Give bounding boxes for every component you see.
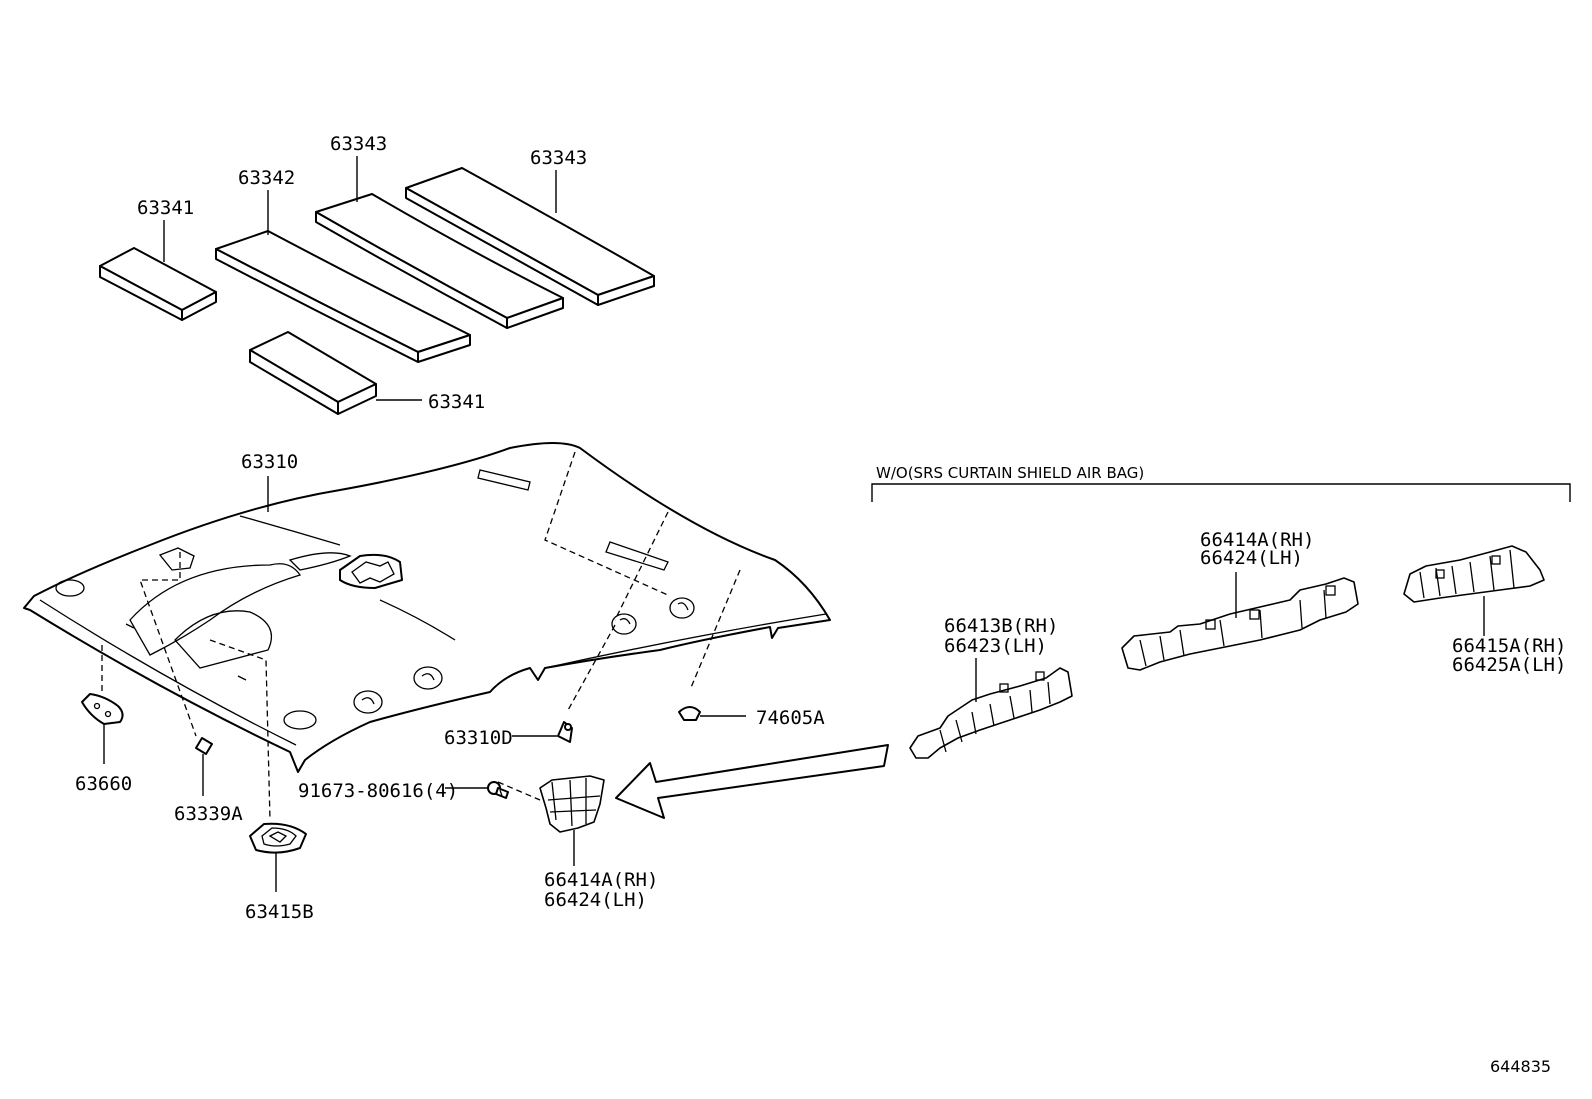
label-66414A-rh: 66414A(RH) bbox=[544, 869, 658, 891]
insulator-pad-63343-right[interactable] bbox=[405, 167, 655, 306]
direction-arrow bbox=[615, 744, 889, 819]
roof-headliner-63310[interactable] bbox=[23, 442, 831, 773]
label-91673-80616: 91673-80616(4) bbox=[298, 780, 458, 802]
label-63343-left: 63343 bbox=[330, 133, 387, 155]
label-74605A: 74605A bbox=[756, 707, 825, 729]
screw-91673-80616[interactable] bbox=[487, 781, 509, 799]
label-inset-66424-lh: 66424(LH) bbox=[1200, 547, 1303, 569]
hook-74605A[interactable] bbox=[678, 706, 701, 721]
inset-bracket-66414A[interactable] bbox=[1121, 577, 1359, 671]
inset-bracket-66415A[interactable] bbox=[1403, 545, 1545, 603]
label-inset-66415A-rh: 66415A(RH) bbox=[1452, 635, 1566, 657]
label-63310: 63310 bbox=[241, 451, 298, 473]
insulator-pad-63343-left[interactable] bbox=[315, 193, 564, 329]
label-inset-66423-lh: 66423(LH) bbox=[944, 635, 1047, 657]
inset-condition-note: W/O(SRS CURTAIN SHIELD AIR BAG) bbox=[876, 464, 1144, 482]
map-lamp-63415B[interactable] bbox=[249, 822, 307, 854]
label-63342: 63342 bbox=[238, 167, 295, 189]
clip-63339A[interactable] bbox=[195, 737, 213, 755]
label-63415B: 63415B bbox=[245, 901, 314, 923]
label-inset-66425A-lh: 66425A(LH) bbox=[1452, 654, 1566, 676]
label-inset-66414A-rh: 66414A(RH) bbox=[1200, 529, 1314, 551]
label-63339A: 63339A bbox=[174, 803, 243, 825]
label-63343-right: 63343 bbox=[530, 147, 587, 169]
inset-bracket-66413B[interactable] bbox=[909, 667, 1073, 759]
insulator-pad-63341-top[interactable] bbox=[99, 247, 217, 321]
insulator-pad-63342[interactable] bbox=[215, 230, 471, 363]
label-63341-top: 63341 bbox=[137, 197, 194, 219]
label-66424-lh: 66424(LH) bbox=[544, 889, 647, 911]
label-inset-66413B-rh: 66413B(RH) bbox=[944, 615, 1058, 637]
label-63660: 63660 bbox=[75, 773, 132, 795]
label-63310D: 63310D bbox=[444, 727, 513, 749]
insulator-pad-63341-bottom[interactable] bbox=[249, 331, 377, 415]
roof-side-bracket-66414A[interactable] bbox=[539, 775, 605, 833]
diagram-reference-number: 644835 bbox=[1490, 1057, 1551, 1076]
label-63341-bottom: 63341 bbox=[428, 391, 485, 413]
inset-bracket-frame bbox=[871, 483, 1571, 502]
cover-63660[interactable] bbox=[81, 693, 124, 725]
clip-63310D[interactable] bbox=[557, 721, 573, 743]
